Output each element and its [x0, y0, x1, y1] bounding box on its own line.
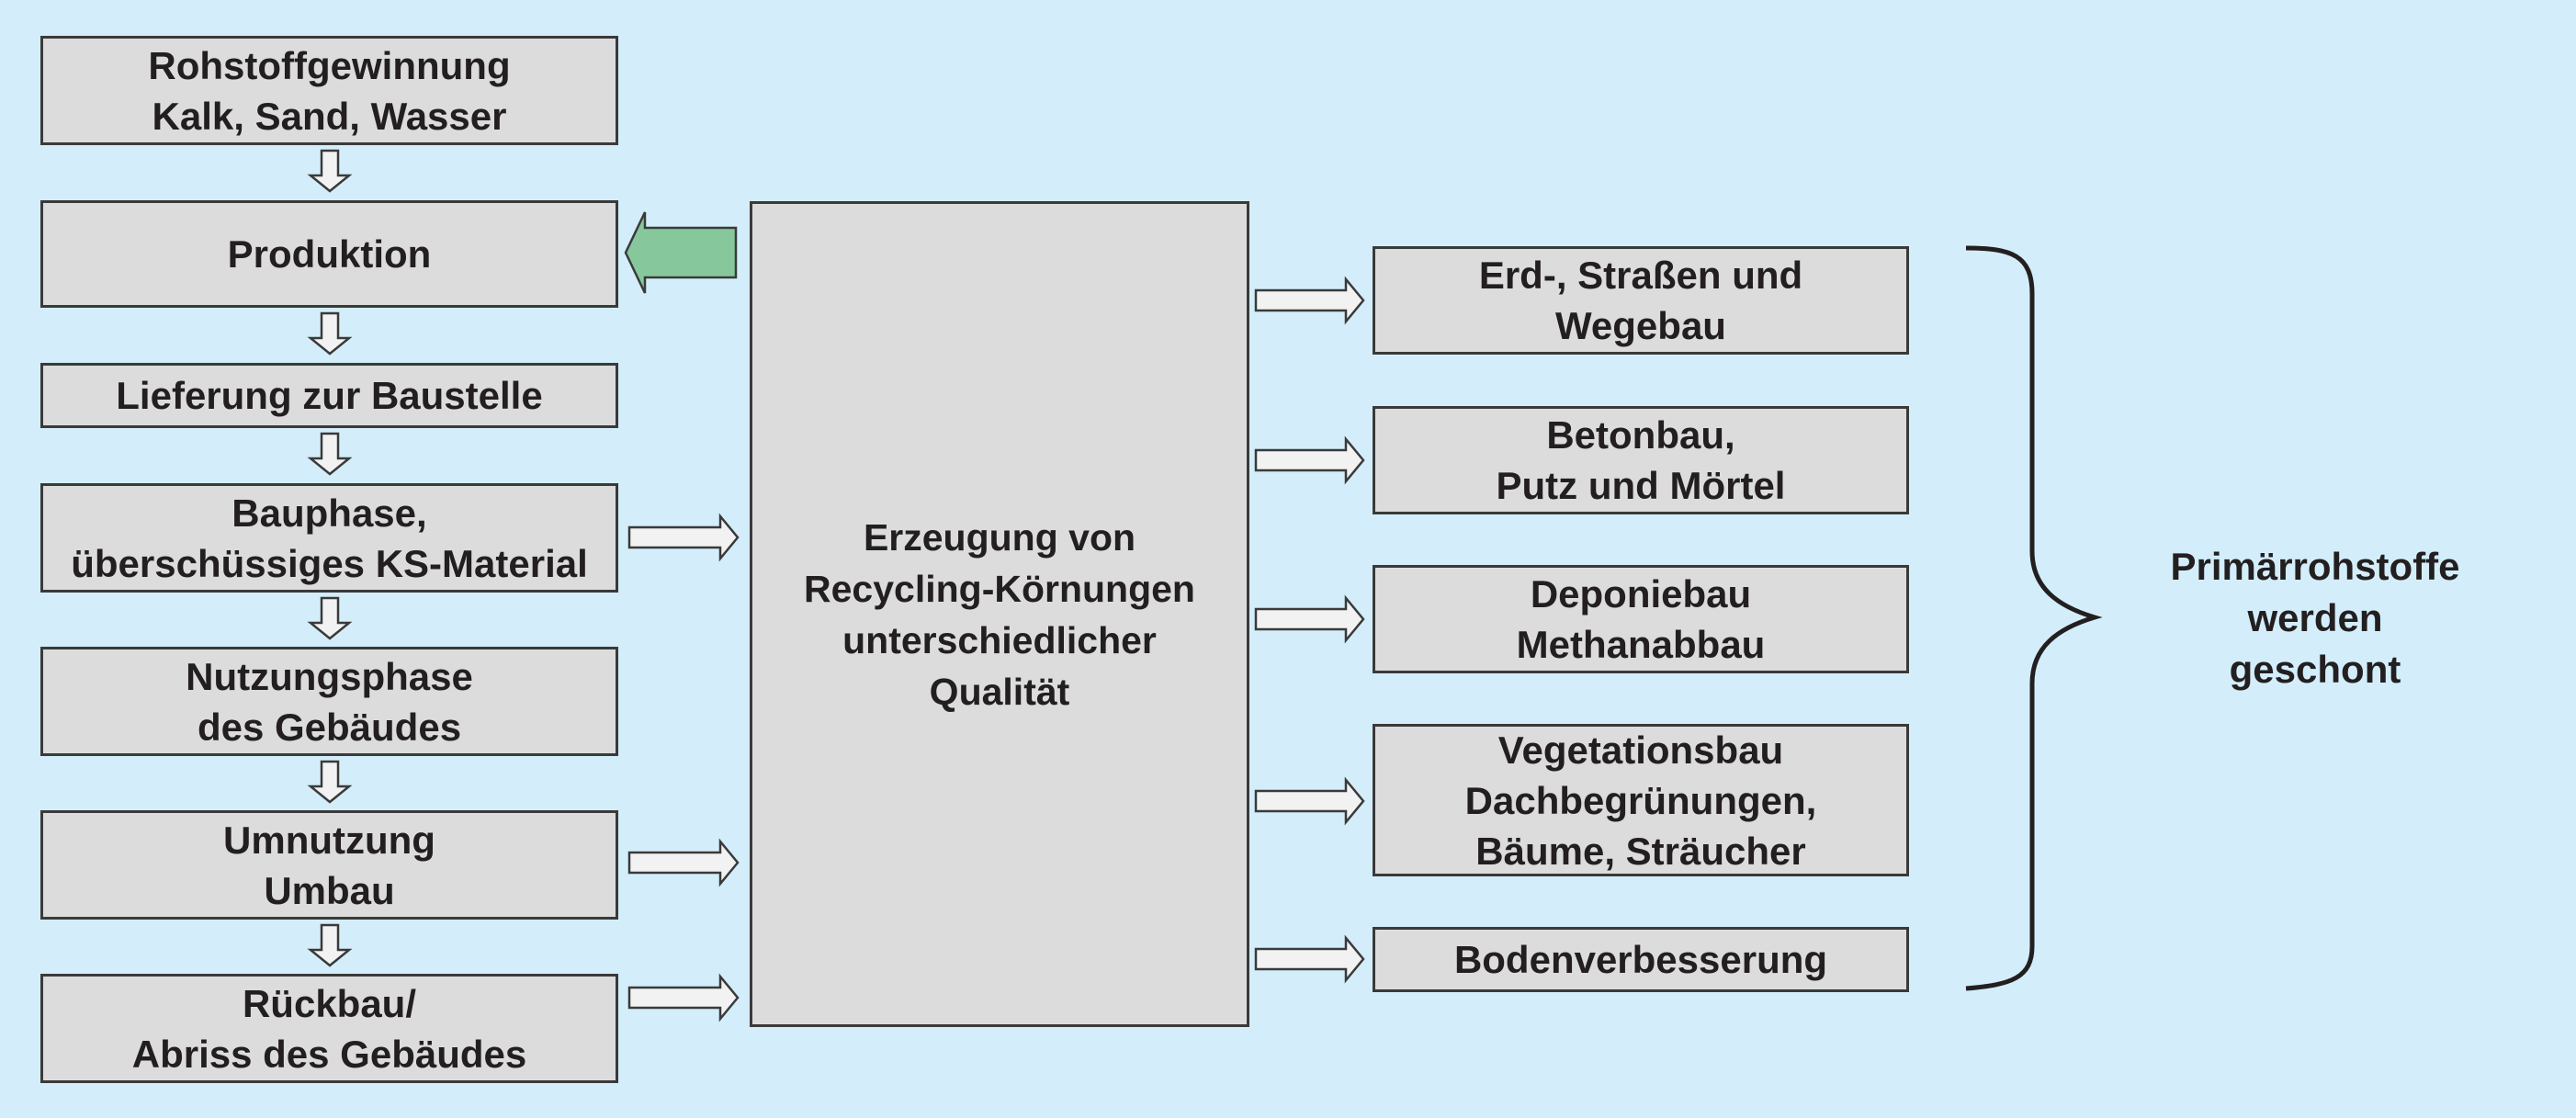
box-vegetationsbau: Vegetationsbau Dachbegrünungen, Bäume, S… — [1373, 724, 1909, 876]
box-label-line: Rückbau/ — [242, 981, 417, 1025]
box-bodenverbesserung: Bodenverbesserung — [1373, 927, 1909, 992]
arrow-umnutzung-to-recycling — [627, 838, 740, 887]
conclusion-line: werden — [2247, 596, 2383, 639]
box-recycling-koernungen: Erzeugung von Recycling-Körnungen unters… — [750, 201, 1249, 1027]
box-nutzungsphase: Nutzungsphase des Gebäudes — [40, 647, 618, 756]
conclusion-text: Primärrohstoffe werden geschont — [2113, 541, 2517, 695]
box-label-line: Deponiebau — [1530, 572, 1752, 615]
box-label-line: Abriss des Gebäudes — [131, 1032, 527, 1076]
box-label-line: Erd-, Straßen und — [1478, 254, 1803, 297]
box-label-line: Dachbegrünungen, — [1464, 778, 1817, 822]
box-label-line: Erzeugung von — [863, 515, 1136, 559]
box-label-line: Betonbau, — [1546, 413, 1735, 457]
box-label-line: überschüssiges KS-Material — [71, 541, 588, 585]
feedback-arrow-to-produktion — [624, 211, 738, 294]
box-umnutzung: Umnutzung Umbau — [40, 810, 618, 920]
arrow-to-bodenverbesserung — [1254, 934, 1365, 984]
arrow-bauphase-to-recycling — [627, 513, 740, 562]
arrow-to-deponiebau — [1254, 594, 1365, 644]
box-label-line: Bauphase, — [232, 491, 427, 535]
box-deponiebau: Deponiebau Methanabbau — [1373, 565, 1909, 673]
box-label-line: Qualität — [929, 670, 1070, 713]
conclusion-line: Primärrohstoffe — [2170, 545, 2460, 588]
box-label-line: Methanabbau — [1516, 623, 1766, 666]
box-label-line: Recycling-Körnungen — [804, 567, 1195, 610]
curly-brace — [1965, 245, 2103, 991]
down-arrow-5 — [307, 760, 353, 804]
box-label-line: Lieferung zur Baustelle — [116, 374, 543, 417]
arrow-to-vegetationsbau — [1254, 776, 1365, 826]
box-label-line: Putz und Mörtel — [1496, 464, 1786, 507]
box-label-line: Vegetationsbau — [1497, 728, 1784, 772]
box-erd-strassen-wegebau: Erd-, Straßen und Wegebau — [1373, 246, 1909, 355]
box-label-line: Bodenverbesserung — [1453, 938, 1828, 981]
down-arrow-2 — [307, 311, 353, 356]
box-produktion: Produktion — [40, 200, 618, 308]
box-label-line: Umbau — [264, 868, 395, 912]
down-arrow-3 — [307, 432, 353, 476]
box-rohstoffgewinnung: Rohstoffgewinnung Kalk, Sand, Wasser — [40, 36, 618, 145]
box-label-line: Rohstoffgewinnung — [148, 43, 511, 87]
down-arrow-4 — [307, 596, 353, 640]
box-label-line: Produktion — [227, 232, 432, 276]
down-arrow-1 — [307, 149, 353, 193]
box-label-line: Bäume, Sträucher — [1475, 829, 1806, 873]
box-label-line: Wegebau — [1555, 304, 1726, 347]
conclusion-line: geschont — [2229, 648, 2401, 691]
arrow-to-betonbau — [1254, 435, 1365, 485]
box-label-line: Nutzungsphase — [186, 654, 473, 698]
down-arrow-6 — [307, 923, 353, 967]
box-label-line: Umnutzung — [223, 818, 435, 862]
box-rueckbau: Rückbau/ Abriss des Gebäudes — [40, 974, 618, 1083]
box-label-line: des Gebäudes — [197, 705, 462, 749]
arrow-rueckbau-to-recycling — [627, 973, 740, 1022]
box-bauphase: Bauphase, überschüssiges KS-Material — [40, 483, 618, 593]
box-label-line: unterschiedlicher — [842, 618, 1157, 661]
box-lieferung: Lieferung zur Baustelle — [40, 363, 618, 428]
box-betonbau: Betonbau, Putz und Mörtel — [1373, 406, 1909, 514]
arrow-to-erdbau — [1254, 276, 1365, 325]
box-label-line: Kalk, Sand, Wasser — [152, 94, 507, 138]
